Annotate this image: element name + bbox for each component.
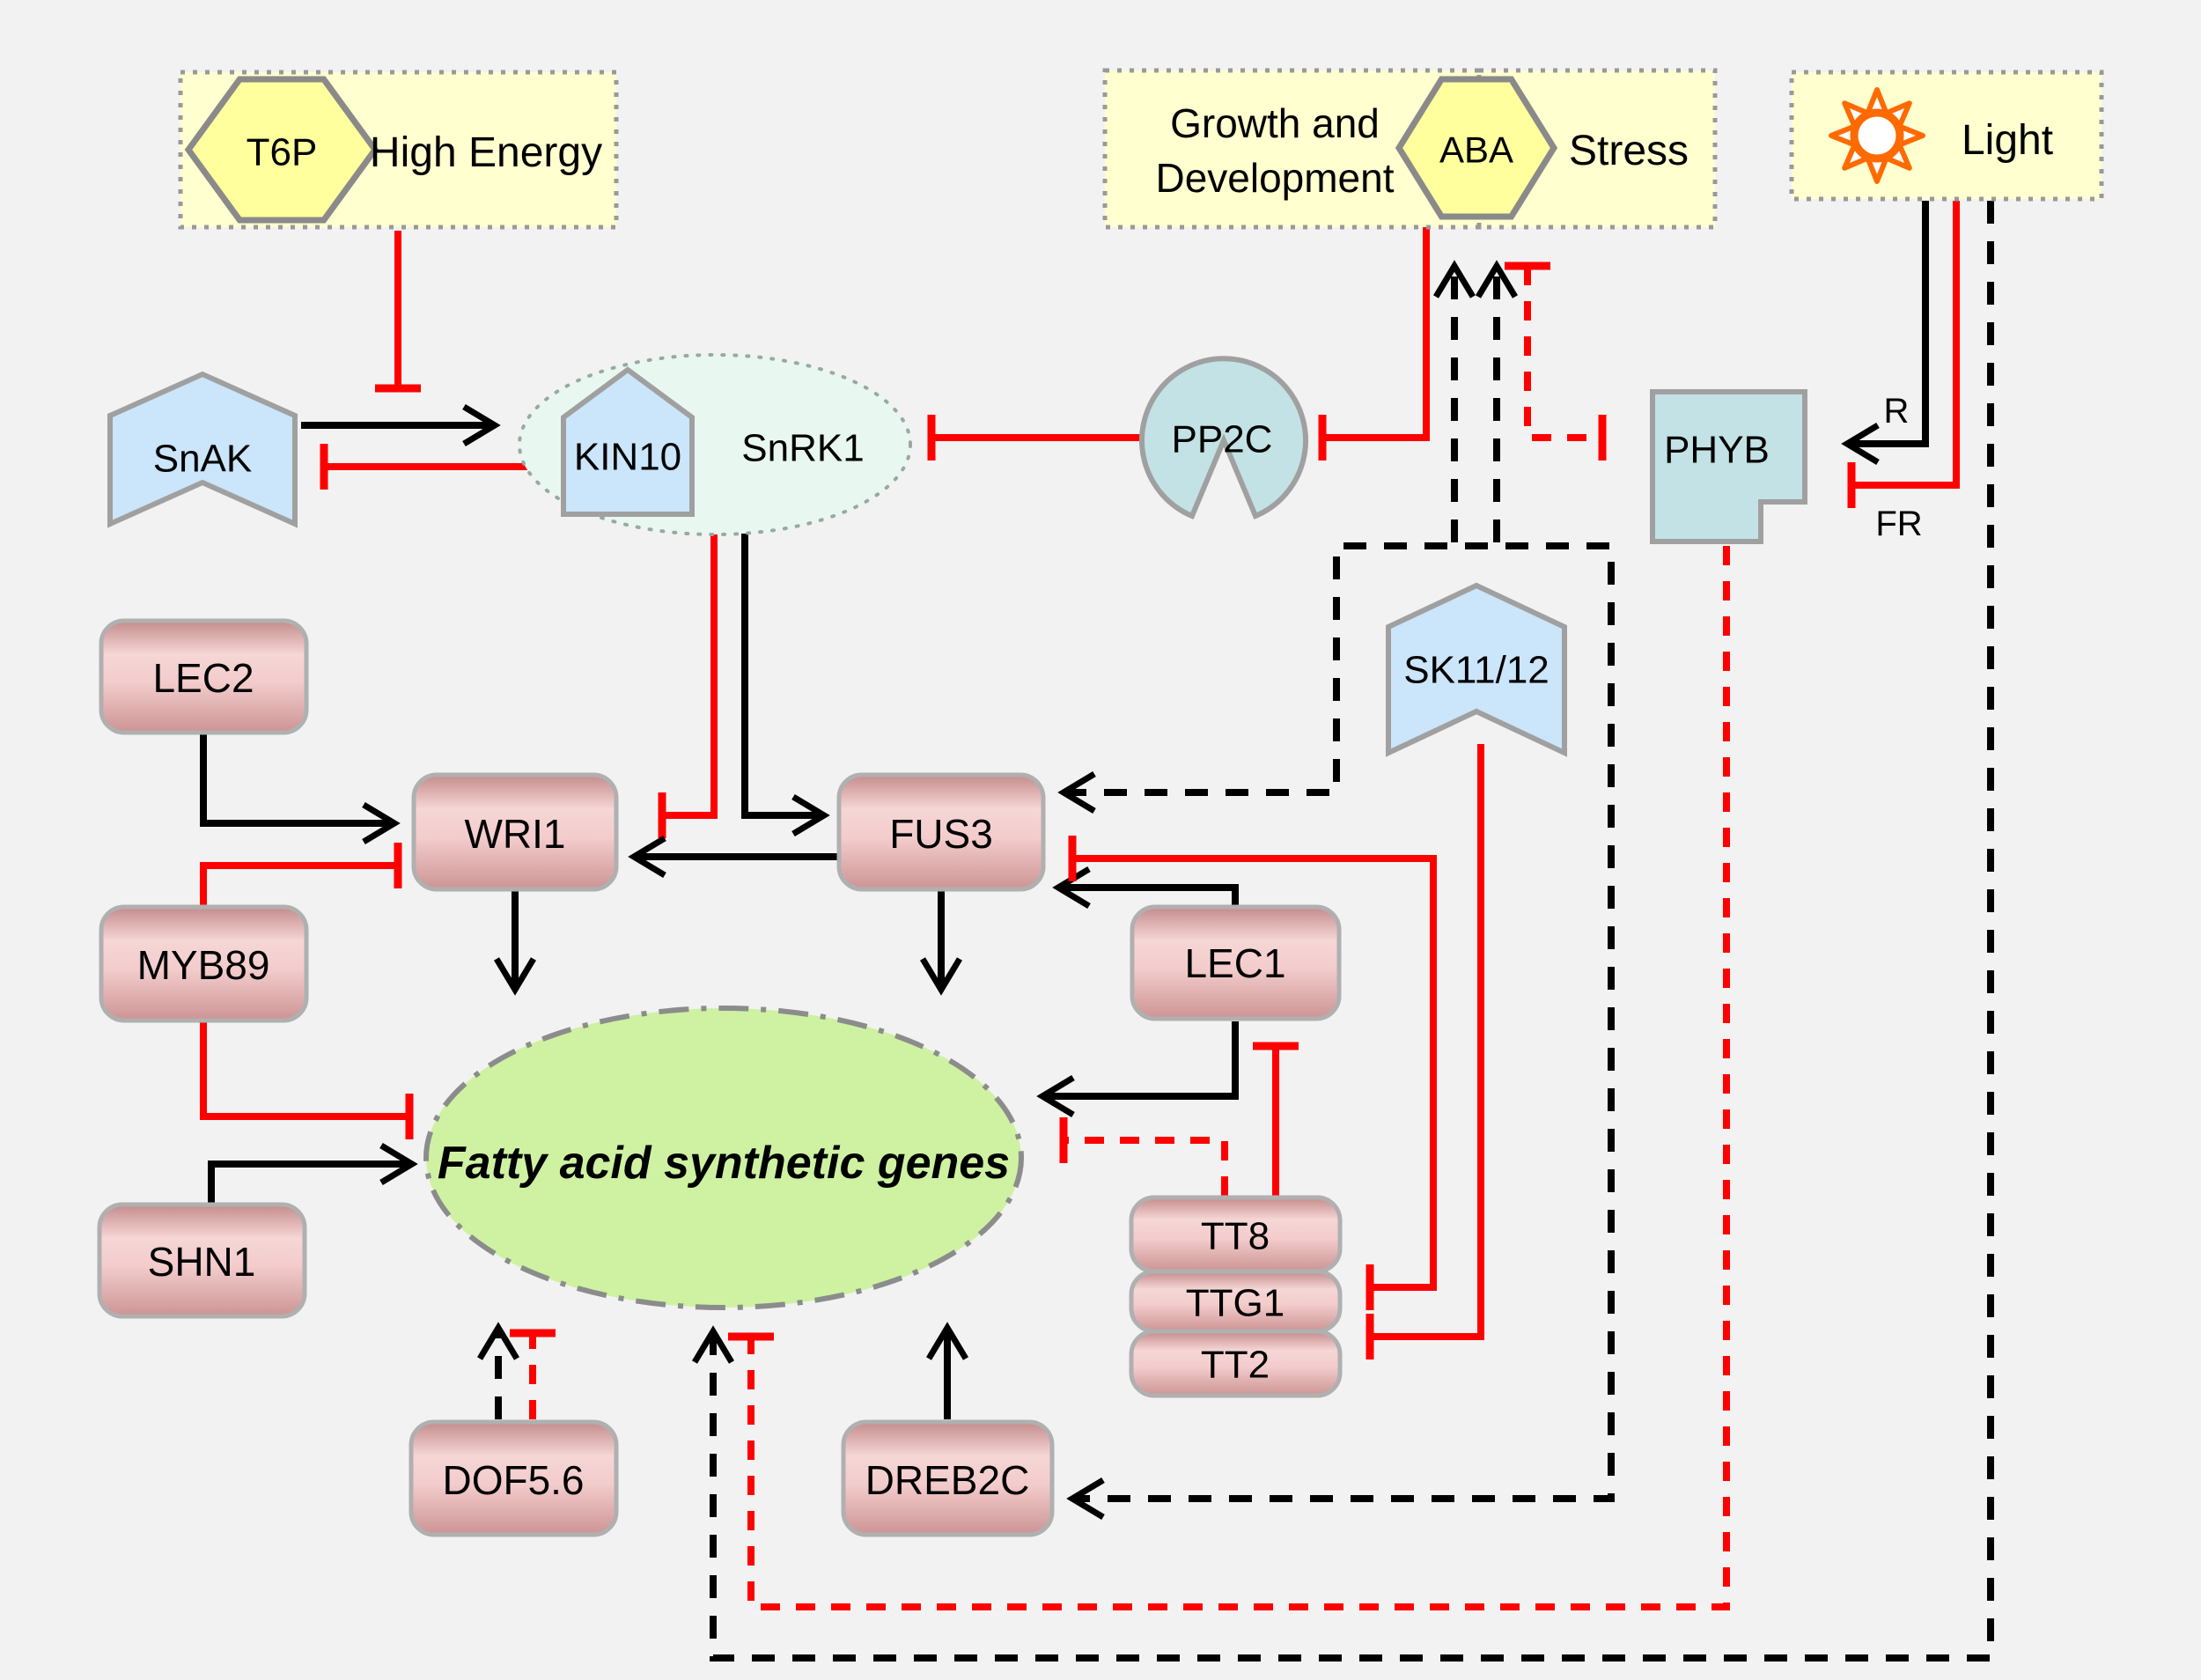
growth-label-line2: Development	[1155, 155, 1394, 201]
dof56-box	[409, 1419, 619, 1537]
kin10-label: KIN10	[574, 435, 681, 478]
lec1-activates-genes	[1036, 1021, 1239, 1118]
phyb-aba-mutual-inhibition	[1505, 262, 1607, 461]
snrk1-activates-fus3	[741, 534, 830, 837]
myb89-inhibits-genes	[200, 1022, 414, 1139]
growth-label-line1: Growth and	[1170, 100, 1380, 146]
fus3-label: FUS3	[889, 811, 993, 857]
lec1-label: LEC1	[1184, 940, 1285, 986]
light-label: Light	[1962, 117, 2053, 164]
fus3-tt8-mutual-inhibition	[1068, 836, 1437, 1310]
phyb-label: PHYB	[1664, 428, 1770, 471]
aba-hexagon	[1395, 76, 1558, 220]
red-light-label: R	[1884, 392, 1910, 431]
shn1-activates-genes	[208, 1142, 418, 1203]
myb89-box	[99, 904, 309, 1023]
dreb2c-label: DREB2C	[865, 1457, 1030, 1503]
sk1112-shape	[1386, 582, 1567, 757]
t6p-hexagon	[184, 76, 379, 224]
fatty-acid-genes-ellipse	[423, 1006, 1024, 1310]
pp2c-label: PP2C	[1172, 417, 1273, 461]
light-activates-genes	[691, 201, 1994, 1662]
sk1112-network-fus3-dreb2c	[1057, 542, 1615, 1521]
aba-label: ABA	[1439, 129, 1513, 171]
red-light-activates-phyb	[1841, 201, 1929, 466]
kin10-shape	[561, 366, 695, 517]
lec1-box	[1130, 904, 1342, 1021]
tt8-label: TT8	[1201, 1214, 1270, 1257]
phyb-shape	[1650, 389, 1807, 544]
sun-core	[1850, 108, 1904, 163]
edges-layer	[200, 201, 1994, 1662]
sk1112-inhibits-ttg1-tt2	[1366, 744, 1484, 1359]
pp2c-shape	[1139, 356, 1308, 519]
dof56-label: DOF5.6	[442, 1457, 584, 1503]
far-red-inhibits-phyb	[1847, 201, 1960, 508]
phyb-inhibits-genes	[728, 546, 1730, 1610]
shn1-label: SHN1	[148, 1239, 256, 1285]
t6p-label: T6P	[247, 130, 318, 173]
lec2-label: LEC2	[152, 655, 254, 701]
myb89-inhibits-wri1	[200, 843, 402, 905]
dreb2c-box	[841, 1419, 1055, 1537]
fus3-box	[836, 772, 1046, 892]
ttg1-label: TTG1	[1186, 1281, 1285, 1324]
lec2-box	[99, 618, 309, 735]
aba-inhibits-pp2c	[1318, 227, 1430, 461]
wri1-box	[411, 772, 619, 892]
high-energy-label: High Energy	[370, 129, 602, 176]
wri1-label: WRI1	[465, 811, 566, 857]
sk1112-label: SK11/12	[1403, 648, 1550, 691]
tt2-label: TT2	[1201, 1343, 1270, 1386]
snrk1-inhibits-wri1	[658, 534, 718, 838]
tt8-inhibits-genes	[1059, 1117, 1228, 1196]
shn1-box	[97, 1202, 307, 1319]
snak-shape	[107, 371, 298, 528]
stress-label: Stress	[1569, 128, 1689, 174]
snak-label: SnAK	[153, 437, 253, 480]
far-red-light-label: FR	[1875, 505, 1922, 543]
fatty-acid-genes-label: Fatty acid synthetic genes	[438, 1138, 1010, 1189]
sun-icon	[1829, 87, 1925, 184]
snrk1-label: SnRK1	[741, 426, 864, 469]
shapes-layer	[97, 68, 2104, 1537]
lec2-activates-wri1	[200, 734, 401, 845]
myb89-label: MYB89	[137, 942, 270, 988]
tt2-box	[1129, 1329, 1343, 1398]
lec1-activates-fus3	[1052, 866, 1239, 910]
